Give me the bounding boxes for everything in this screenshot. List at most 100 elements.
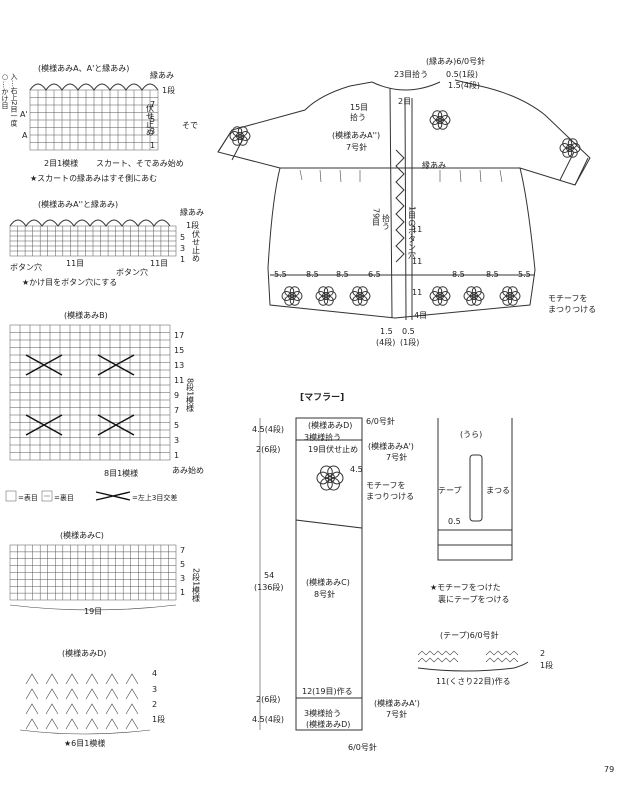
chart-a2-row-1: 1段	[186, 220, 199, 230]
dress-motif-petal	[562, 138, 573, 149]
dress-v2: 2目	[398, 97, 411, 106]
dress-motif-petal	[437, 286, 448, 297]
chart-c-row-label: 1	[180, 588, 185, 597]
dress-spacing-l1: 5.5	[274, 270, 287, 279]
chart-d-stitch	[105, 688, 119, 700]
dress-b4: (4段)	[376, 337, 395, 347]
dress-b05: 0.5	[402, 327, 415, 336]
chart-c-group-label: 2段1模様	[192, 568, 201, 602]
dress-motif-petal	[570, 143, 581, 153]
muffler-pattern-d: (模様あみD)	[308, 420, 352, 430]
chart-a-gridlines	[30, 90, 158, 150]
chart-d-stitch	[65, 703, 79, 715]
dress-motif-petal	[352, 295, 363, 306]
muffler-d54: 54	[264, 571, 274, 580]
dress-spacing-r3: 5.5	[518, 270, 531, 279]
muffler-pattern-a2: (模様あみA')	[368, 441, 414, 451]
muffler-motif-petal	[330, 471, 344, 485]
dress-motif-petal	[349, 291, 360, 301]
muffler-d136: (136段)	[254, 582, 284, 592]
dress-motif-petal	[507, 295, 518, 306]
dress-s11b: 11	[412, 257, 422, 266]
muffler-make12: 12(19目)作る	[302, 686, 353, 696]
front-band	[389, 87, 413, 321]
dress-motif-center	[470, 292, 478, 300]
tape-chain	[417, 661, 529, 672]
chart-a2-label-button2: ボタン穴	[116, 267, 148, 277]
dress-stitches-23: 23目拾う	[394, 69, 428, 79]
dress-needle7: 7号針	[346, 142, 367, 152]
chart-a2-label-11b: 11目	[150, 259, 168, 268]
dress-motif-petal	[507, 286, 518, 297]
dress-spacing-l2: 8.5	[306, 270, 319, 279]
dress-s11c: 11	[412, 288, 422, 297]
chart-a2-label-11a: 11目	[66, 259, 84, 268]
dress-motif-petal	[232, 126, 243, 137]
muffler-pattern-d2: (模様あみD)	[306, 719, 350, 729]
chart-c-brace	[9, 604, 177, 611]
dress-motif-center	[236, 132, 244, 140]
chart-c-row-label: 5	[180, 560, 185, 569]
chart-c-gridlines	[10, 545, 176, 600]
dress-motif-petal	[474, 291, 485, 301]
dress-r15: 1.5(4段)	[448, 80, 480, 90]
chart-a-row-edge: 縁あみ	[150, 70, 174, 80]
chart-b-row-label: 15	[174, 346, 184, 355]
chart-a-side-note-2: 入…右上2目一度	[10, 73, 18, 128]
chart-d-stitch	[125, 718, 139, 730]
dress-motif-note-1: モチーフを	[548, 294, 588, 303]
dress-b15: 1.5	[380, 327, 393, 336]
dress-motif-petal	[357, 295, 368, 306]
chart-b-title: (模様あみB)	[64, 310, 108, 320]
muffler-d45a: 4.5(4段)	[252, 424, 284, 434]
chart-b-cross-lower	[25, 414, 135, 436]
chart-d-chain	[19, 729, 151, 735]
dress-motif-petal	[499, 291, 510, 301]
chart-a2-scallop	[9, 219, 171, 227]
chart-a-side-note-1: ○…かけ目	[1, 73, 9, 110]
symbol-legend: =表目 =裏目 =左上3目交差	[5, 490, 177, 502]
dress-motif-note-2: まつりつける	[548, 305, 596, 314]
muffler-d45b: 4.5(4段)	[252, 714, 284, 724]
chart-a-scallop	[29, 83, 159, 91]
dress-motif-petal	[318, 286, 329, 297]
chart-d-stitch	[25, 703, 39, 715]
dress-motif-petal	[559, 143, 570, 153]
muffler-top-panel	[295, 440, 363, 529]
dress-motif-petal	[326, 291, 337, 301]
dress-motif-petal	[229, 131, 240, 141]
chart-d: (模様あみD) 4 3 2 1段 ★6目1模様	[19, 648, 165, 748]
chart-d-stitch	[45, 718, 59, 730]
back-note-2: 裏にテープをつける	[438, 594, 510, 604]
dress-motif-petal	[284, 286, 295, 297]
dress-motif-center	[322, 292, 330, 300]
dress-edge: 縁あみ	[422, 160, 446, 170]
chart-a2-title: (模様あみA''と縁あみ)	[38, 199, 118, 209]
muffler-motif-petal	[320, 465, 333, 479]
muffler-motif-petal	[316, 471, 330, 485]
chart-d-row-1: 1段	[152, 714, 165, 724]
tape-title: (テープ)6/0号針	[440, 630, 499, 640]
chart-d-row-4: 4	[152, 669, 157, 678]
dress-motif-petal	[471, 295, 482, 306]
muffler-pick3: 3模様拾う	[304, 432, 341, 442]
dress-motif-petal	[432, 119, 443, 130]
chart-d-stitch	[85, 718, 99, 730]
dress-r05: 0.5(1段)	[446, 69, 478, 79]
chart-a-title: (模様あみA、A'と縁あみ)	[38, 63, 129, 73]
chart-a-row-5: 5	[150, 115, 155, 124]
chart-a2-footnote: ★かけ目をボタン穴にする	[22, 277, 117, 287]
dress-b1: (1段)	[400, 337, 419, 347]
dress-motif-petal	[360, 291, 371, 301]
dress-v15: 15目	[350, 103, 368, 112]
chart-d-footnote: ★6目1模様	[64, 738, 105, 748]
muffler-pattern-a2b: (模様あみA')	[374, 698, 420, 708]
dress-motif-petal	[237, 126, 248, 137]
dress-motif-petal	[289, 286, 300, 297]
chart-c-row-label: 7	[180, 546, 185, 555]
dress-motif-petal	[510, 291, 521, 301]
muffler-needle7b: 7号針	[386, 709, 407, 719]
